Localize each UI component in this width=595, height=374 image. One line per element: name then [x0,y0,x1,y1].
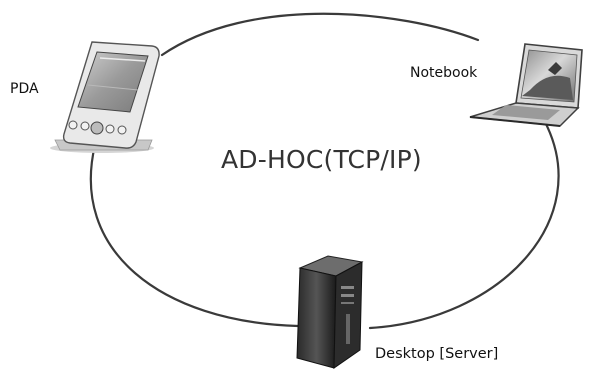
network-label: AD-HOC(TCP/IP) [221,145,422,174]
link-desktop-pda [89,143,300,328]
desktop-label: Desktop [Server] [375,346,499,362]
notebook-label: Notebook [410,65,478,81]
network-ring [89,12,560,330]
pda-icon [50,41,160,153]
link-notebook-desktop [368,120,560,330]
desktop-icon [296,255,364,369]
notebook-icon [469,43,583,127]
link-pda-notebook [160,12,480,57]
pda-label: PDA [10,81,39,97]
